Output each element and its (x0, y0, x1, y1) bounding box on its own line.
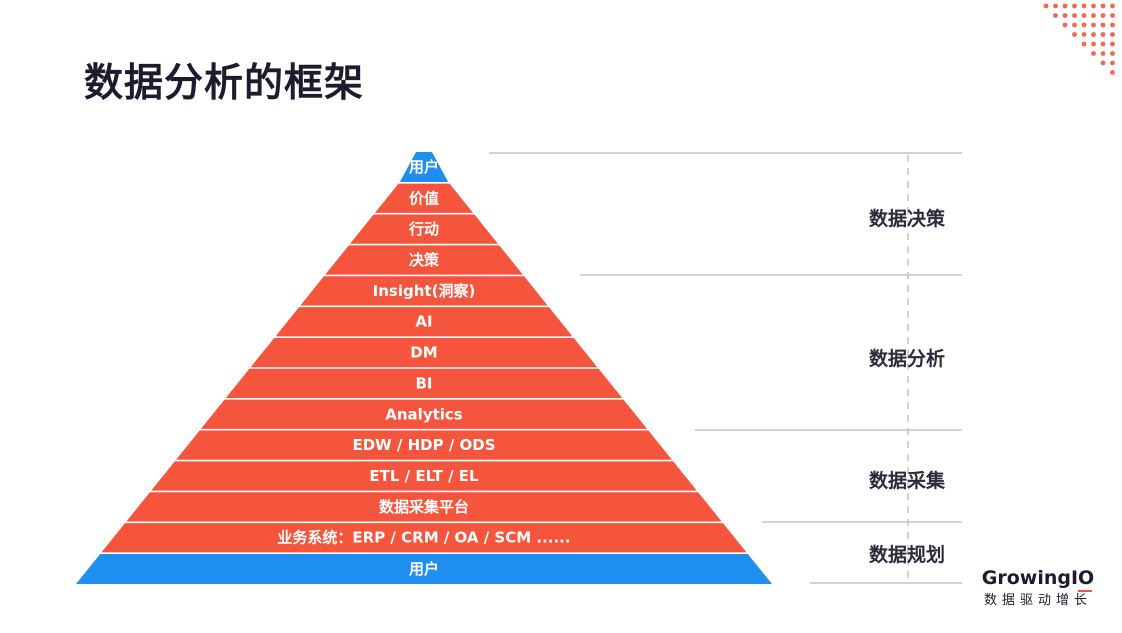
pyramid-layer-label: DM (410, 344, 437, 362)
pyramid-layer (101, 523, 747, 553)
decorative-dot (1043, 3, 1049, 9)
decorative-dot (1072, 22, 1077, 28)
pyramid-layer-label: 决策 (409, 251, 440, 269)
pyramid-layer (250, 337, 598, 368)
pyramid-layer (200, 399, 648, 429)
pyramid-layer (126, 492, 722, 522)
section-label: 数据决策 (869, 207, 946, 230)
pyramid-layer (225, 368, 623, 399)
section-label: 数据分析 (869, 347, 945, 370)
decorative-dot (1062, 3, 1068, 9)
pyramid-layer (399, 152, 449, 183)
decorative-dot-pattern (1043, 3, 1115, 592)
decorative-dot (1091, 22, 1096, 28)
decorative-dot (1053, 3, 1058, 9)
decorative-dot (1100, 51, 1106, 56)
pyramid-layer (300, 276, 548, 306)
decorative-dot (1091, 41, 1096, 47)
brand-accent-mark (1078, 590, 1092, 592)
pyramid-layer (350, 214, 498, 244)
pyramid-layer (325, 245, 523, 275)
decorative-dot (1062, 13, 1068, 18)
decorative-dot (1100, 32, 1106, 37)
pyramid-layer-label: BI (415, 374, 432, 392)
pyramid-layer (76, 553, 772, 584)
decorative-dot (1081, 22, 1087, 28)
decorative-dot (1110, 60, 1115, 66)
decorative-dot (1110, 70, 1115, 75)
brand-tagline: 数据驱动增长 (983, 593, 1092, 608)
decorative-dot (1100, 3, 1106, 9)
decorative-dot (1110, 13, 1115, 18)
pyramid-layer-label: EDW / HDP / ODS (352, 436, 495, 454)
decorative-dot (1081, 32, 1087, 37)
decorative-dot (1100, 22, 1106, 28)
pyramid-layer-label: Insight(洞察) (373, 282, 476, 300)
slide-title: 数据分析的框架 (84, 61, 365, 106)
brand-logo: GrowingIO 数据驱动增长 (976, 567, 1100, 611)
decorative-dot (1053, 13, 1058, 18)
decorative-dot (1100, 13, 1106, 18)
decorative-dot (1100, 60, 1106, 66)
decorative-dot (1081, 3, 1087, 9)
pyramid-layer-label: Analytics (385, 405, 463, 423)
decorative-dot (1100, 41, 1106, 47)
pyramid-layer-label: 用户 (409, 560, 439, 578)
decorative-dot (1081, 13, 1087, 18)
pyramid-layer (275, 307, 573, 337)
pyramid-layer-label: AI (415, 313, 432, 331)
decorative-dot (1091, 13, 1096, 18)
section-brackets (489, 152, 962, 584)
pyramid-layer (176, 430, 672, 460)
decorative-dot (1110, 3, 1115, 9)
section-label: 数据规划 (869, 543, 945, 566)
pyramid-layer-label: 价值 (409, 189, 439, 207)
pyramid-layer-label: 行动 (408, 220, 439, 238)
decorative-dot (1072, 32, 1077, 37)
decorative-dot (1110, 41, 1115, 47)
decorative-dot (1091, 32, 1096, 37)
section-label: 数据采集 (869, 469, 946, 492)
pyramid-layer (374, 183, 474, 213)
decorative-dot (1110, 51, 1115, 56)
pyramid-layer (151, 461, 697, 491)
pyramid-layer-label: 业务系统：ERP / CRM / OA / SCM ...... (277, 529, 570, 547)
decorative-dot (1091, 3, 1096, 9)
decorative-dot (1081, 41, 1087, 47)
pyramid-layer-label: 用户 (409, 158, 439, 176)
pyramid-layer-label: ETL / ELT / EL (369, 467, 479, 485)
brand-name: GrowingIO (981, 567, 1095, 589)
decorative-dot (1110, 22, 1115, 28)
decorative-dot (1072, 13, 1077, 18)
decorative-dot (1062, 22, 1068, 28)
pyramid-layer-label: 数据采集平台 (379, 498, 469, 516)
decorative-dot (1091, 51, 1096, 56)
decorative-dot (1072, 3, 1077, 9)
decorative-dot (1110, 32, 1115, 37)
